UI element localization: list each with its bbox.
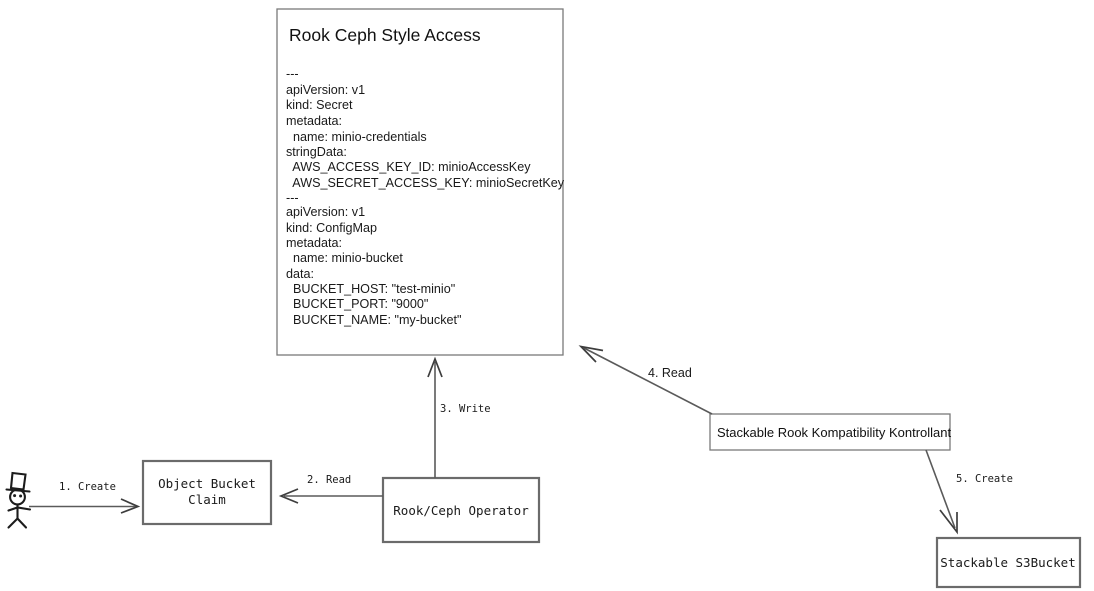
edge-2-label: 2. Read (307, 474, 351, 486)
edge-3-write: 3. Write (427, 356, 491, 478)
edge-4-read: 4. Read (578, 345, 713, 415)
edge-1-label: 1. Create (59, 481, 116, 493)
yaml-line: kind: ConfigMap (286, 221, 377, 235)
actor-stick-figure-icon (5, 471, 32, 529)
yaml-line: apiVersion: v1 (286, 205, 365, 219)
yaml-card-body: --- apiVersion: v1 kind: Secret metadata… (286, 67, 565, 327)
s3bucket-border (935, 536, 1082, 589)
kontrollant-label: Stackable Rook Kompatibility Kontrollant (717, 425, 952, 440)
yaml-card-node[interactable]: Rook Ceph Style Access --- apiVersion: v… (276, 8, 565, 356)
operator-border (381, 476, 541, 544)
edge-2-read: 2. Read (278, 474, 383, 504)
yaml-line: --- (286, 191, 299, 205)
yaml-line: BUCKET_NAME: "my-bucket" (286, 313, 462, 327)
yaml-line: metadata: (286, 236, 342, 250)
obc-label-line1: Object Bucket (158, 476, 256, 491)
yaml-line: AWS_SECRET_ACCESS_KEY: minioSecretKey (286, 176, 565, 190)
obc-label-line2: Claim (188, 492, 226, 507)
yaml-line: apiVersion: v1 (286, 83, 365, 97)
edge-4-label: 4. Read (648, 366, 692, 380)
yaml-line: BUCKET_PORT: "9000" (286, 297, 428, 311)
yaml-line: metadata: (286, 114, 342, 128)
yaml-line: data: (286, 267, 314, 281)
yaml-card-heading: Rook Ceph Style Access (289, 25, 481, 45)
yaml-line: name: minio-bucket (286, 251, 403, 265)
yaml-line: AWS_ACCESS_KEY_ID: minioAccessKey (286, 160, 531, 174)
edge-5-label: 5. Create (956, 473, 1013, 485)
obc-border (141, 459, 273, 526)
edge-1-create: 1. Create (29, 481, 141, 514)
yaml-line: BUCKET_HOST: "test-minio" (286, 282, 455, 296)
kontrollant-node[interactable]: Stackable Rook Kompatibility Kontrollant (709, 413, 952, 451)
s3bucket-label: Stackable S3Bucket (940, 555, 1075, 570)
yaml-card-border (276, 8, 564, 356)
edge-3-label: 3. Write (440, 403, 491, 415)
s3bucket-node[interactable]: Stackable S3Bucket (935, 536, 1082, 589)
edge-5-create: 5. Create (925, 449, 1013, 535)
operator-label: Rook/Ceph Operator (393, 503, 529, 518)
yaml-line: kind: Secret (286, 98, 353, 112)
yaml-line: --- (286, 67, 299, 81)
yaml-line: stringData: (286, 145, 347, 159)
kontrollant-border (709, 413, 951, 451)
yaml-line: name: minio-credentials (286, 130, 427, 144)
rook-ceph-operator-node[interactable]: Rook/Ceph Operator (381, 476, 541, 544)
object-bucket-claim-node[interactable]: Object Bucket Claim (141, 459, 273, 526)
